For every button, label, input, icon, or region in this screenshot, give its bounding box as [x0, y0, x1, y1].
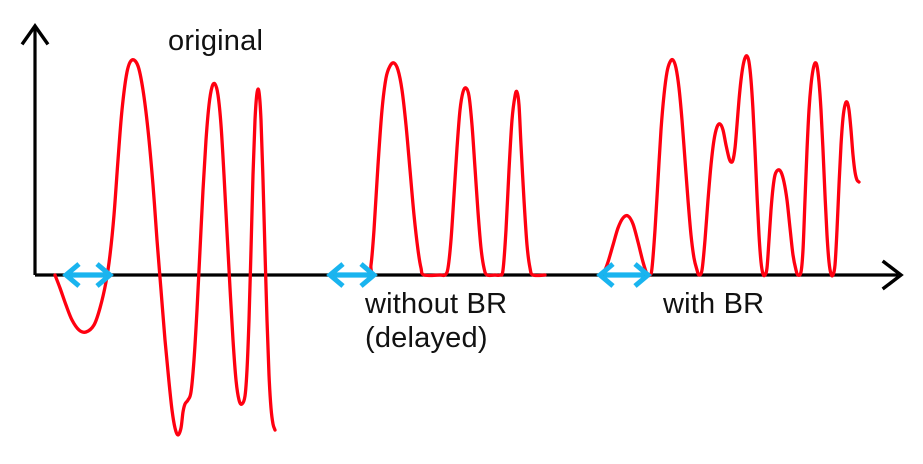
signal-curve-original: [53, 58, 277, 437]
label-without-br-line1: without BR: [365, 288, 508, 320]
axes-group: [20, 23, 904, 291]
signal-curves-group: [53, 54, 861, 437]
latency-span-without-br-right-head: [359, 262, 378, 288]
time-axis-arrowhead: [881, 259, 904, 291]
latency-span-original: [62, 262, 114, 288]
latency-span-with-br-left-head: [596, 262, 615, 288]
signal-curve-without-br-delayed: [328, 61, 547, 278]
label-original: original: [168, 25, 264, 57]
latency-span-with-br-right-head: [633, 262, 652, 288]
amplitude-axis-arrowhead: [20, 23, 50, 46]
latency-span-with-br: [596, 262, 652, 288]
latency-span-without-br-left-head: [326, 262, 345, 288]
signal-curve-with-br: [598, 54, 861, 278]
latency-span-without-br: [326, 262, 378, 288]
latency-span-original-left-head: [62, 262, 81, 288]
latency-span-arrows-group: [62, 262, 652, 288]
label-without-br-line2: (delayed): [365, 322, 488, 355]
label-with-br: with BR: [663, 288, 765, 320]
latency-span-original-right-head: [95, 262, 114, 288]
label-without-br: without BR(delayed): [365, 287, 507, 355]
